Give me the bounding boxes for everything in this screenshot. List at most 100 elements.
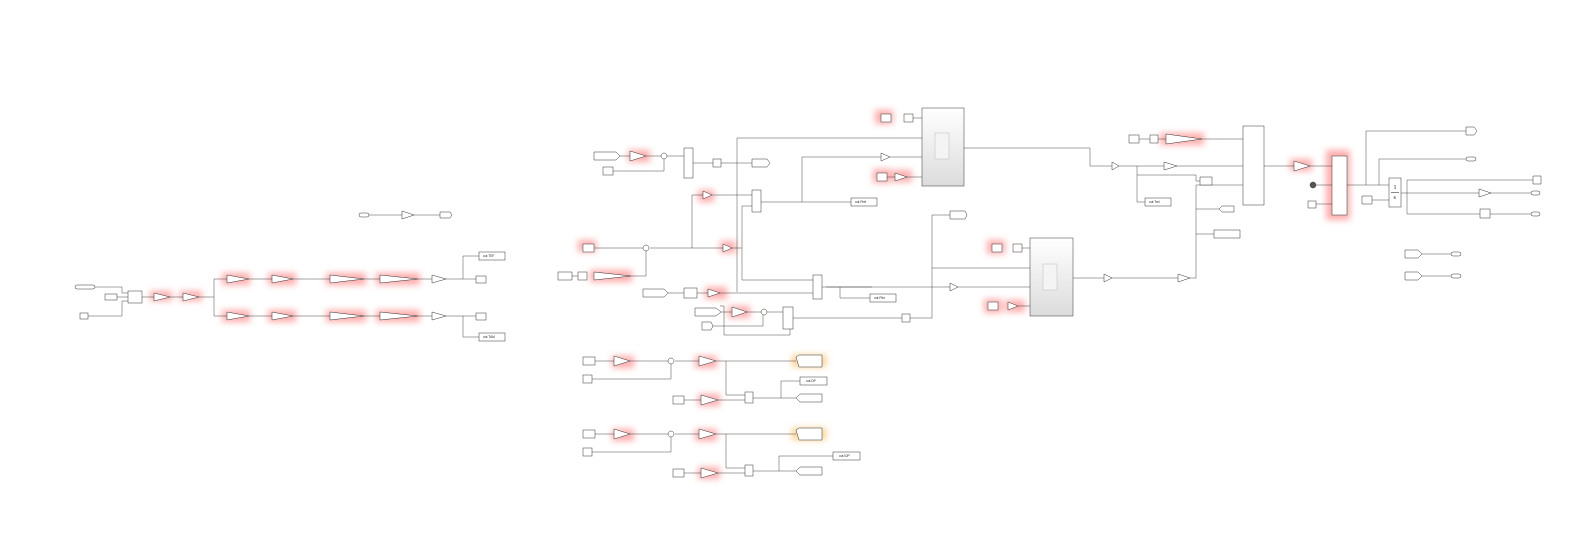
gain-block[interactable]: [1163, 161, 1178, 171]
signal-port-block[interactable]: [79, 312, 89, 320]
gain-block[interactable]: [1007, 301, 1019, 311]
signal-port-block[interactable]: [104, 293, 118, 301]
gain-block[interactable]: [1293, 160, 1311, 172]
signal-port-block[interactable]: [949, 210, 968, 220]
mux-block[interactable]: [127, 290, 143, 304]
sum-block[interactable]: [667, 357, 675, 365]
signal-port-block[interactable]: [642, 288, 669, 298]
gain-block[interactable]: [379, 274, 419, 284]
gain-block[interactable]: [153, 292, 171, 302]
signal-port-block[interactable]: [795, 427, 823, 441]
sum-block[interactable]: [760, 308, 768, 316]
constant-block[interactable]: [1307, 200, 1317, 209]
signal-port-block[interactable]: [751, 158, 771, 168]
gain-block[interactable]: [1111, 161, 1120, 171]
gain-block[interactable]: [702, 190, 713, 200]
power-block[interactable]: [1149, 134, 1159, 144]
signal-port-block[interactable]: [478, 251, 506, 261]
signal-port-block[interactable]: [672, 395, 685, 405]
gain-block[interactable]: [226, 274, 250, 284]
gain-block[interactable]: [431, 274, 447, 284]
constant-block[interactable]: [903, 113, 914, 123]
signal-port-block[interactable]: [358, 212, 370, 218]
mux-block[interactable]: [1242, 125, 1265, 206]
gain-block[interactable]: [401, 210, 415, 220]
mux-block[interactable]: [812, 274, 823, 300]
gain-block[interactable]: [1177, 273, 1191, 283]
subsystem-block[interactable]: [1029, 237, 1074, 317]
signal-port-block[interactable]: [701, 321, 714, 331]
sum-block[interactable]: [667, 430, 675, 438]
sum-block[interactable]: [660, 152, 668, 160]
signal-port-block[interactable]: [439, 211, 453, 219]
signal-port-block[interactable]: [582, 374, 593, 384]
gain-block[interactable]: [271, 311, 294, 321]
signal-port-block[interactable]: [869, 293, 897, 303]
sum-block[interactable]: [642, 244, 650, 252]
signal-port-block[interactable]: [795, 393, 823, 403]
product-block[interactable]: [744, 391, 754, 404]
signal-port-block[interactable]: [593, 151, 621, 161]
signal-port-block[interactable]: [582, 429, 596, 439]
signal-port-block[interactable]: [1404, 249, 1423, 259]
signal-port-block[interactable]: [876, 172, 888, 182]
signal-port-block[interactable]: [672, 468, 685, 478]
signal-port-block[interactable]: [582, 243, 595, 253]
signal-port-block[interactable]: [832, 451, 861, 461]
gain-block[interactable]: [271, 274, 294, 284]
signal-port-block[interactable]: [795, 354, 823, 368]
gain-block[interactable]: [226, 311, 250, 321]
gain-block[interactable]: [329, 311, 365, 321]
gain-block[interactable]: [698, 428, 717, 440]
saturation-block[interactable]: [712, 158, 722, 168]
mux-block[interactable]: [683, 147, 694, 179]
signal-port-block[interactable]: [987, 301, 999, 311]
gain-block[interactable]: [880, 152, 891, 162]
signal-port-block[interactable]: [602, 166, 614, 176]
gain-block[interactable]: [894, 172, 908, 182]
signal-port-block[interactable]: [1530, 190, 1541, 196]
signal-port-block[interactable]: [694, 307, 722, 317]
signal-port-block[interactable]: [1144, 197, 1172, 207]
signal-port-block[interactable]: [1218, 205, 1235, 213]
constant-block[interactable]: [1479, 208, 1491, 219]
signal-port-block[interactable]: [74, 284, 96, 290]
signal-port-block[interactable]: [1530, 211, 1541, 217]
signal-port-block[interactable]: [582, 447, 593, 457]
gain-block[interactable]: [700, 467, 719, 479]
signal-port-block[interactable]: [1465, 126, 1478, 136]
signal-port-block[interactable]: [475, 312, 487, 321]
signal-port-block[interactable]: [1532, 175, 1542, 185]
gain-block[interactable]: [1165, 133, 1203, 145]
signal-port-block[interactable]: [1465, 156, 1477, 162]
constant-block[interactable]: [1012, 243, 1023, 253]
bus-block[interactable]: [1331, 155, 1348, 216]
power-block[interactable]: [577, 271, 588, 281]
mux-block[interactable]: [782, 306, 794, 330]
signal-port-block[interactable]: [582, 356, 596, 366]
gain-block[interactable]: [613, 355, 631, 367]
signal-port-block[interactable]: [795, 466, 823, 476]
signal-port-block[interactable]: [1450, 273, 1462, 279]
signal-port-block[interactable]: [1404, 271, 1423, 281]
signal-port-block[interactable]: [1128, 134, 1140, 144]
signal-port-block[interactable]: [850, 197, 878, 207]
gain-block[interactable]: [329, 274, 365, 284]
gain-block[interactable]: [700, 394, 719, 406]
gain-block[interactable]: [379, 311, 419, 321]
gain-block[interactable]: [731, 306, 748, 318]
gain-block[interactable]: [949, 282, 959, 292]
signal-port-block[interactable]: [1199, 176, 1213, 186]
signal-port-block[interactable]: [991, 243, 1003, 253]
signal-port-block[interactable]: [880, 113, 892, 123]
product-block[interactable]: [744, 464, 754, 477]
clock-block[interactable]: [1309, 181, 1317, 189]
lookup-block[interactable]: [683, 287, 698, 299]
signal-port-block[interactable]: [1450, 251, 1462, 257]
gain-block[interactable]: [431, 311, 447, 321]
signal-port-block[interactable]: [475, 275, 487, 284]
gain-block[interactable]: [629, 150, 647, 162]
signal-port-block[interactable]: [799, 376, 828, 386]
signal-port-block[interactable]: [557, 271, 573, 281]
